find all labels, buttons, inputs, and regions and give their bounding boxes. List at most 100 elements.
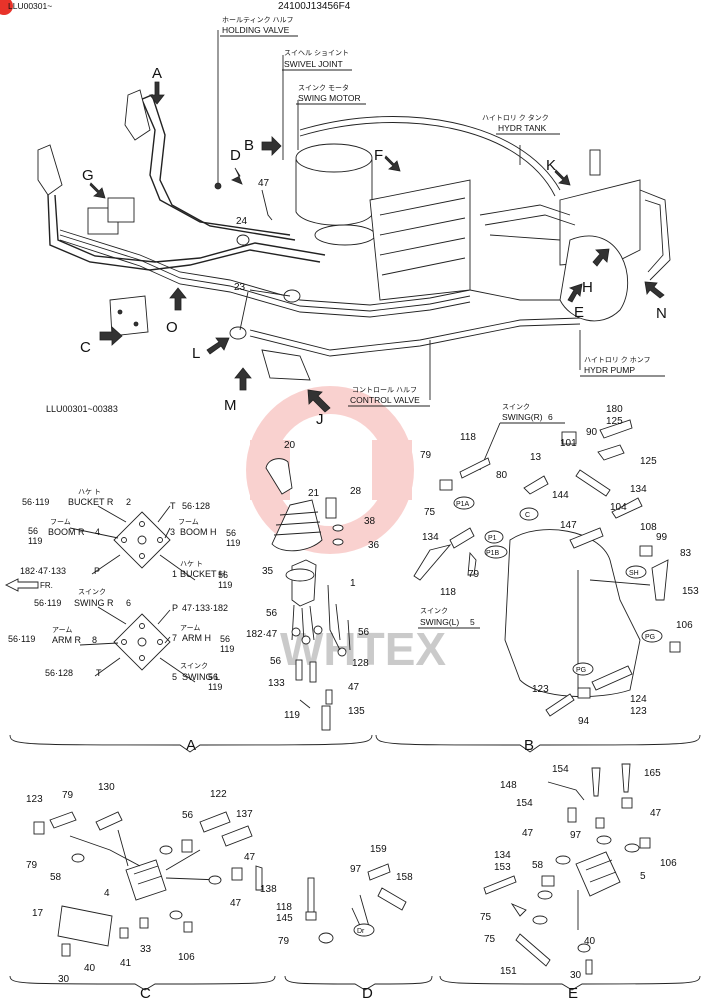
b-num-99: 99	[656, 532, 668, 543]
part-code: 24100J13456F4	[278, 1, 351, 12]
a-num-56-c: 56	[358, 627, 370, 638]
a-num-28: 28	[350, 486, 362, 497]
pattern-l3-en: ARM H	[182, 633, 211, 643]
a-num-38: 38	[364, 516, 376, 527]
pattern-l2-idx: 8	[92, 635, 97, 645]
view-letters: A B C D E F G H J K L M N O	[80, 65, 667, 428]
c-num-122: 122	[210, 789, 227, 800]
d-port-dr: Dr	[357, 928, 365, 935]
letter-C: C	[80, 339, 91, 356]
b-num-118-b: 118	[440, 587, 456, 598]
view-d-exploded: Dr 159 97 158 118 145 79	[276, 844, 413, 947]
a-num-35: 35	[262, 566, 274, 577]
b-num-13: 13	[530, 452, 542, 463]
b-port-p1a: P1A	[456, 501, 470, 508]
callout-control-jp: コントロール ハルフ	[352, 386, 417, 394]
e-num-58: 58	[532, 860, 544, 871]
b-num-134: 134	[630, 484, 647, 495]
c-num-58: 58	[50, 872, 62, 883]
view-c-exploded: 123 79 130 122 56 137 79 58 4 47 138 47 …	[26, 782, 277, 985]
b-swing-l-en: SWING(L)	[420, 617, 459, 627]
e-num-151: 151	[500, 966, 517, 977]
letter-F: F	[374, 147, 383, 164]
b-num-104: 104	[610, 502, 627, 513]
pattern-l2-en: ARM R	[52, 635, 82, 645]
pattern-u5-jp: ハケ ト	[180, 560, 203, 568]
letter-G: G	[82, 167, 94, 184]
pattern-fr: FR.	[40, 581, 53, 590]
callout-tank-jp: ハイトロリ ク タンク	[482, 113, 549, 122]
pattern-l3-jp: アーム	[180, 624, 200, 632]
callout-swing-motor-jp: スインク モータ	[298, 83, 349, 92]
b-port-c: C	[525, 512, 530, 519]
b-num-118: 118	[460, 432, 476, 443]
letter-M: M	[224, 397, 237, 414]
e-num-153: 153	[494, 862, 511, 873]
main-num-47: 47	[258, 178, 270, 189]
e-num-134: 134	[494, 850, 511, 861]
a-num-21: 21	[308, 488, 320, 499]
e-num-97: 97	[570, 830, 582, 841]
pattern-u1-en: T	[170, 501, 176, 511]
b-num-124: 124	[630, 694, 647, 705]
e-num-148: 148	[500, 780, 517, 791]
b-num-79: 79	[420, 450, 432, 461]
b-num-125-b: 125	[640, 456, 657, 467]
c-num-33: 33	[140, 944, 152, 955]
section-a: A	[186, 737, 196, 754]
pattern-u3-idx: 3	[170, 527, 175, 537]
b-port-p1b: P1B	[486, 550, 500, 557]
letter-H: H	[582, 279, 593, 296]
c-num-106: 106	[178, 952, 195, 963]
d-num-145: 145	[276, 913, 293, 924]
section-braces-bottom: C D E	[9, 975, 701, 1002]
b-num-123-b: 123	[630, 706, 647, 717]
a-num-1: 1	[350, 578, 356, 589]
b-num-147: 147	[560, 520, 577, 531]
c-num-30: 30	[58, 974, 70, 985]
b-num-134-b: 134	[422, 532, 439, 543]
c-num-138: 138	[260, 884, 277, 895]
view-a-exploded: 20 21 28 38 36 35 1 56 182·47 56 133 119…	[246, 440, 380, 731]
pattern-l4-en: T	[96, 668, 102, 678]
pattern-l4-num: 56·128	[45, 668, 73, 678]
letter-N: N	[656, 305, 667, 322]
e-num-40: 40	[584, 936, 596, 947]
pattern-l5-jp: スインク	[180, 662, 208, 670]
d-num-97: 97	[350, 864, 362, 875]
pattern-u2-jp: フーム	[50, 518, 71, 526]
letter-E: E	[574, 304, 584, 321]
pattern-l1-num: 47·133·182	[182, 603, 228, 613]
pattern-l5-en: SWING L	[182, 672, 220, 682]
b-num-90: 90	[586, 427, 598, 438]
letter-K: K	[546, 157, 556, 174]
pattern-u1-num: 56·128	[182, 501, 210, 511]
letter-L: L	[192, 345, 200, 362]
pattern-u5-idx: 1	[172, 569, 177, 579]
a-num-47: 47	[348, 682, 360, 693]
c-num-41: 41	[120, 958, 132, 969]
b-port-ovals: P1A P1 P1B C SH PG PG	[453, 496, 663, 676]
e-num-75-b: 75	[484, 934, 496, 945]
b-swing-r-jp: スインク	[502, 403, 530, 411]
c-num-17: 17	[32, 908, 44, 919]
d-num-159: 159	[370, 844, 387, 855]
pattern-l3-idx: 7	[172, 633, 177, 643]
a-num-20: 20	[284, 440, 296, 451]
a-num-36: 36	[368, 540, 380, 551]
b-num-79-b: 79	[468, 569, 480, 580]
a-num-182-47: 182·47	[246, 629, 278, 640]
e-num-165: 165	[644, 768, 661, 779]
section-d: D	[362, 985, 373, 1000]
b-port-sh: SH	[629, 570, 639, 577]
letter-O: O	[166, 319, 178, 336]
callout-pump-jp: ハイトロリ ク ホンフ	[584, 356, 651, 364]
b-num-101: 101	[560, 438, 577, 449]
pattern-u0-idx: 2	[126, 497, 131, 507]
callout-swivel-en: SWIVEL JOINT	[284, 59, 343, 69]
section-b: B	[524, 737, 534, 754]
